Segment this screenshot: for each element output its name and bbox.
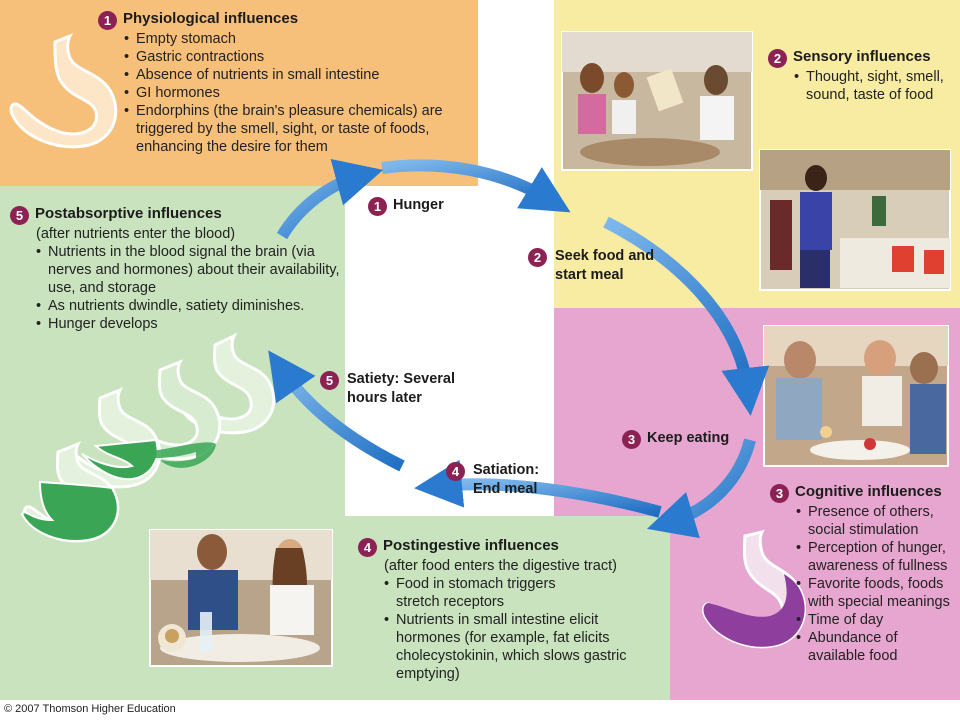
list-item: As nutrients dwindle, satiety diminishes… xyxy=(36,297,340,315)
step-satiety: 5 Satiety: Several hours later xyxy=(320,370,460,408)
cognitive-title: 3 Cognitive influences xyxy=(770,483,958,503)
list-item: Abundance of available food xyxy=(796,629,958,665)
number-badge-4: 4 xyxy=(358,538,377,557)
number-badge-5: 5 xyxy=(10,206,29,225)
arrow-5-to-1 xyxy=(276,159,384,240)
sensory-title-text: Sensory influences xyxy=(793,48,931,65)
arrow-3-to-4 xyxy=(647,438,756,539)
list-item: GI hormones xyxy=(124,84,473,102)
list-item: Thought, sight, smell, sound, taste of f… xyxy=(794,68,954,104)
step-seek-food-label: Seek food and start meal xyxy=(555,248,655,283)
step-badge-1: 1 xyxy=(368,197,387,216)
step-hunger: 1 Hunger xyxy=(368,196,444,216)
postingestive-title-text: Postingestive influences xyxy=(383,537,559,554)
footer-bar xyxy=(0,700,960,720)
step-satiation: 4 Satiation: End meal xyxy=(446,461,550,499)
list-item: Endorphins (the brain's pleasure chemica… xyxy=(124,102,466,156)
physiological-title-text: Physiological influences xyxy=(123,10,299,27)
list-item: Perception of hunger, awareness of fulln… xyxy=(796,539,958,575)
arrow-2-to-3 xyxy=(603,216,770,416)
number-badge-1: 1 xyxy=(98,11,117,30)
step-badge-3: 3 xyxy=(622,430,641,449)
postabsorptive-text: 5 Postabsorptive influences (after nutrie… xyxy=(10,205,340,333)
number-badge-2: 2 xyxy=(768,49,787,68)
arrow-5-to-back xyxy=(268,350,405,472)
cognitive-list: Presence of others, social stimulation P… xyxy=(796,503,958,665)
step-badge-5: 5 xyxy=(320,371,339,390)
postabsorptive-list: Nutrients in the blood signal the brain … xyxy=(36,243,340,333)
cognitive-text: 3 Cognitive influences Presence of others… xyxy=(770,483,958,665)
list-item: Gastric contractions xyxy=(124,48,473,66)
list-item: Time of day xyxy=(796,611,958,629)
step-keep-eating: 3 Keep eating xyxy=(622,429,729,449)
postingestive-title: 4 Postingestive influences xyxy=(358,537,658,557)
copyright-text: © 2007 Thomson Higher Education xyxy=(4,703,176,715)
photo-kitchen xyxy=(759,149,951,291)
postabsorptive-subtitle: (after nutrients enter the blood) xyxy=(36,226,236,242)
cognitive-title-text: Cognitive influences xyxy=(795,483,942,500)
list-item: Food in stomach triggers stretch recepto… xyxy=(384,575,576,611)
step-hunger-label: Hunger xyxy=(393,197,444,213)
postabsorptive-title: 5 Postabsorptive influences xyxy=(10,205,340,225)
arrow-1-to-2 xyxy=(381,159,571,213)
sensory-text: 2 Sensory influences Thought, sight, smel… xyxy=(768,48,954,104)
sensory-title: 2 Sensory influences xyxy=(768,48,954,68)
list-item: Empty stomach xyxy=(124,30,473,48)
postingestive-list: Food in stomach triggers stretch recepto… xyxy=(384,575,658,683)
photo-couple-eating xyxy=(149,529,333,667)
sensory-list: Thought, sight, smell, sound, taste of f… xyxy=(794,68,954,104)
step-satiety-label: Satiety: Several hours later xyxy=(347,371,456,406)
step-keep-eating-label: Keep eating xyxy=(647,430,730,446)
step-badge-4: 4 xyxy=(446,462,465,481)
photo-friends-menu xyxy=(561,31,753,171)
list-item: Presence of others, social stimulation xyxy=(796,503,958,539)
arrow-4-to-5 xyxy=(414,459,662,518)
photo-group-dining xyxy=(763,325,949,467)
physiological-list: Empty stomach Gastric contractions Absen… xyxy=(124,30,473,156)
physiological-text: 1 Physiological influences Empty stomach … xyxy=(98,10,473,156)
step-seek-food: 2 Seek food and start meal xyxy=(528,247,660,285)
number-badge-3: 3 xyxy=(770,484,789,503)
stomach-stages-icon xyxy=(20,332,276,543)
postabsorptive-title-text: Postabsorptive influences xyxy=(35,205,222,222)
postingestive-subtitle: (after food enters the digestive tract) xyxy=(384,558,617,574)
physiological-title: 1 Physiological influences xyxy=(98,10,473,30)
step-satiation-label: Satiation: End meal xyxy=(473,462,540,497)
list-item: Absence of nutrients in small intestine xyxy=(124,66,473,84)
list-item: Nutrients in the blood signal the brain … xyxy=(36,243,340,297)
postingestive-text: 4 Postingestive influences (after food en… xyxy=(358,537,658,683)
stomach-purple-icon xyxy=(702,529,807,649)
stomach-outline-icon xyxy=(9,33,118,149)
list-item: Hunger develops xyxy=(36,315,340,333)
list-item: Nutrients in small intestine elicit horm… xyxy=(384,611,658,683)
list-item: Favorite foods, foods with special meani… xyxy=(796,575,958,611)
step-badge-2: 2 xyxy=(528,248,547,267)
cycle-arrows xyxy=(268,159,770,539)
